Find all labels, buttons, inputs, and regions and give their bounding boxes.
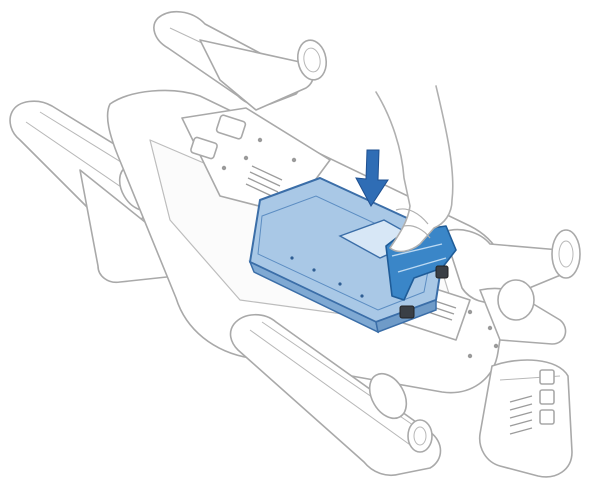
bottom-left-leg — [229, 313, 442, 477]
right-leg — [443, 228, 581, 345]
hand-icon — [375, 85, 454, 253]
upper-left-leg — [153, 11, 328, 111]
arrow-down-icon — [355, 149, 389, 207]
head-module — [478, 359, 573, 478]
head-vent — [509, 395, 533, 435]
